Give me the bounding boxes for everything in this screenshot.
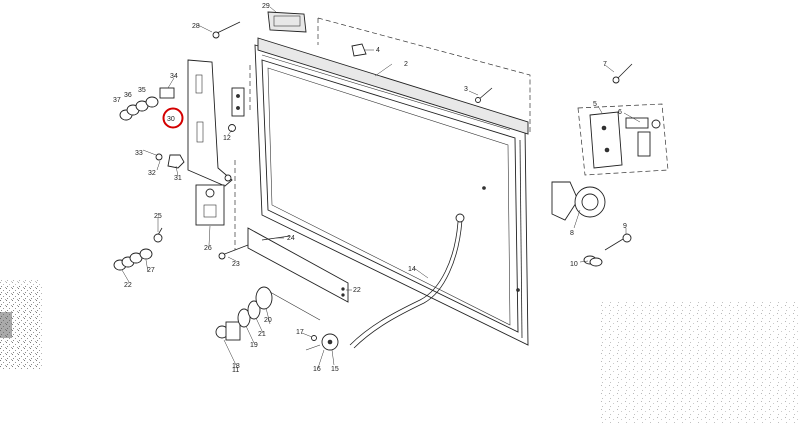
callout-4: 4 — [376, 47, 380, 54]
callout-29: 29 — [262, 3, 270, 10]
callout-7: 7 — [603, 61, 607, 68]
bolt-25-washers — [113, 227, 163, 271]
callout-36: 36 — [124, 92, 132, 99]
left-bracket — [187, 59, 233, 187]
pin-3 — [475, 87, 493, 103]
callout-19: 19 — [250, 342, 258, 349]
callout-22: 22 — [353, 287, 361, 294]
callout-labels: 2 3 4 5 6 7 8 9 10 11 12 14 15 16 17 18 … — [113, 3, 627, 374]
callout-3: 3 — [464, 86, 468, 93]
cable-end-15 — [305, 333, 339, 351]
callout-31: 31 — [174, 175, 182, 182]
callout-25: 25 — [154, 213, 162, 220]
round-plate-8 — [551, 181, 606, 221]
callout-15: 15 — [331, 366, 339, 373]
nut-31 — [155, 153, 185, 169]
callout-37: 37 — [113, 97, 121, 104]
callout-26: 26 — [204, 245, 212, 252]
callout-24: 24 — [287, 235, 295, 242]
callout-33: 33 — [135, 150, 143, 157]
exploded-view-frame — [234, 17, 531, 250]
callout-27: 27 — [147, 267, 155, 274]
callout-2: 2 — [404, 61, 408, 68]
callout-16: 16 — [313, 366, 321, 373]
callout-30: 30 — [167, 116, 175, 123]
pin-7 — [612, 63, 633, 84]
lower-strip — [247, 227, 349, 303]
callout-21: 21 — [258, 331, 266, 338]
clip-4 — [351, 43, 367, 57]
door-panel — [254, 37, 529, 346]
callout-6: 6 — [618, 109, 622, 116]
callout-32: 32 — [148, 170, 156, 177]
hinge-plate-26 — [195, 184, 225, 226]
callout-11: 11 — [232, 367, 239, 374]
callout-22b: 22 — [124, 282, 132, 289]
latch-assembly — [577, 103, 669, 176]
callout-28: 28 — [192, 23, 200, 30]
callout-12: 12 — [223, 135, 231, 142]
bolt-23 — [218, 244, 249, 260]
bolt-9-nut-10 — [583, 233, 632, 267]
bolt-28 — [212, 21, 241, 39]
scan-noise-left-block — [0, 312, 12, 338]
callout-10: 10 — [570, 261, 578, 268]
callout-8: 8 — [570, 230, 574, 237]
knob-18-assembly — [215, 286, 321, 341]
leader-lines — [121, 6, 641, 369]
callout-9: 9 — [623, 223, 627, 230]
callout-18: 18 — [232, 363, 240, 370]
washers-left-upper — [119, 87, 175, 121]
callout-14: 14 — [408, 266, 416, 273]
hinge-top-29 — [267, 11, 307, 33]
callout-23: 23 — [232, 261, 240, 268]
cable-assembly — [349, 213, 465, 349]
callout-5: 5 — [593, 101, 597, 108]
scan-noise-right — [600, 300, 800, 425]
callout-34: 34 — [170, 73, 178, 80]
small-bracket-12 — [228, 87, 245, 132]
highlight-circle — [162, 107, 184, 129]
callout-35: 35 — [138, 87, 146, 94]
callout-17: 17 — [296, 329, 304, 336]
callout-20: 20 — [264, 317, 272, 324]
